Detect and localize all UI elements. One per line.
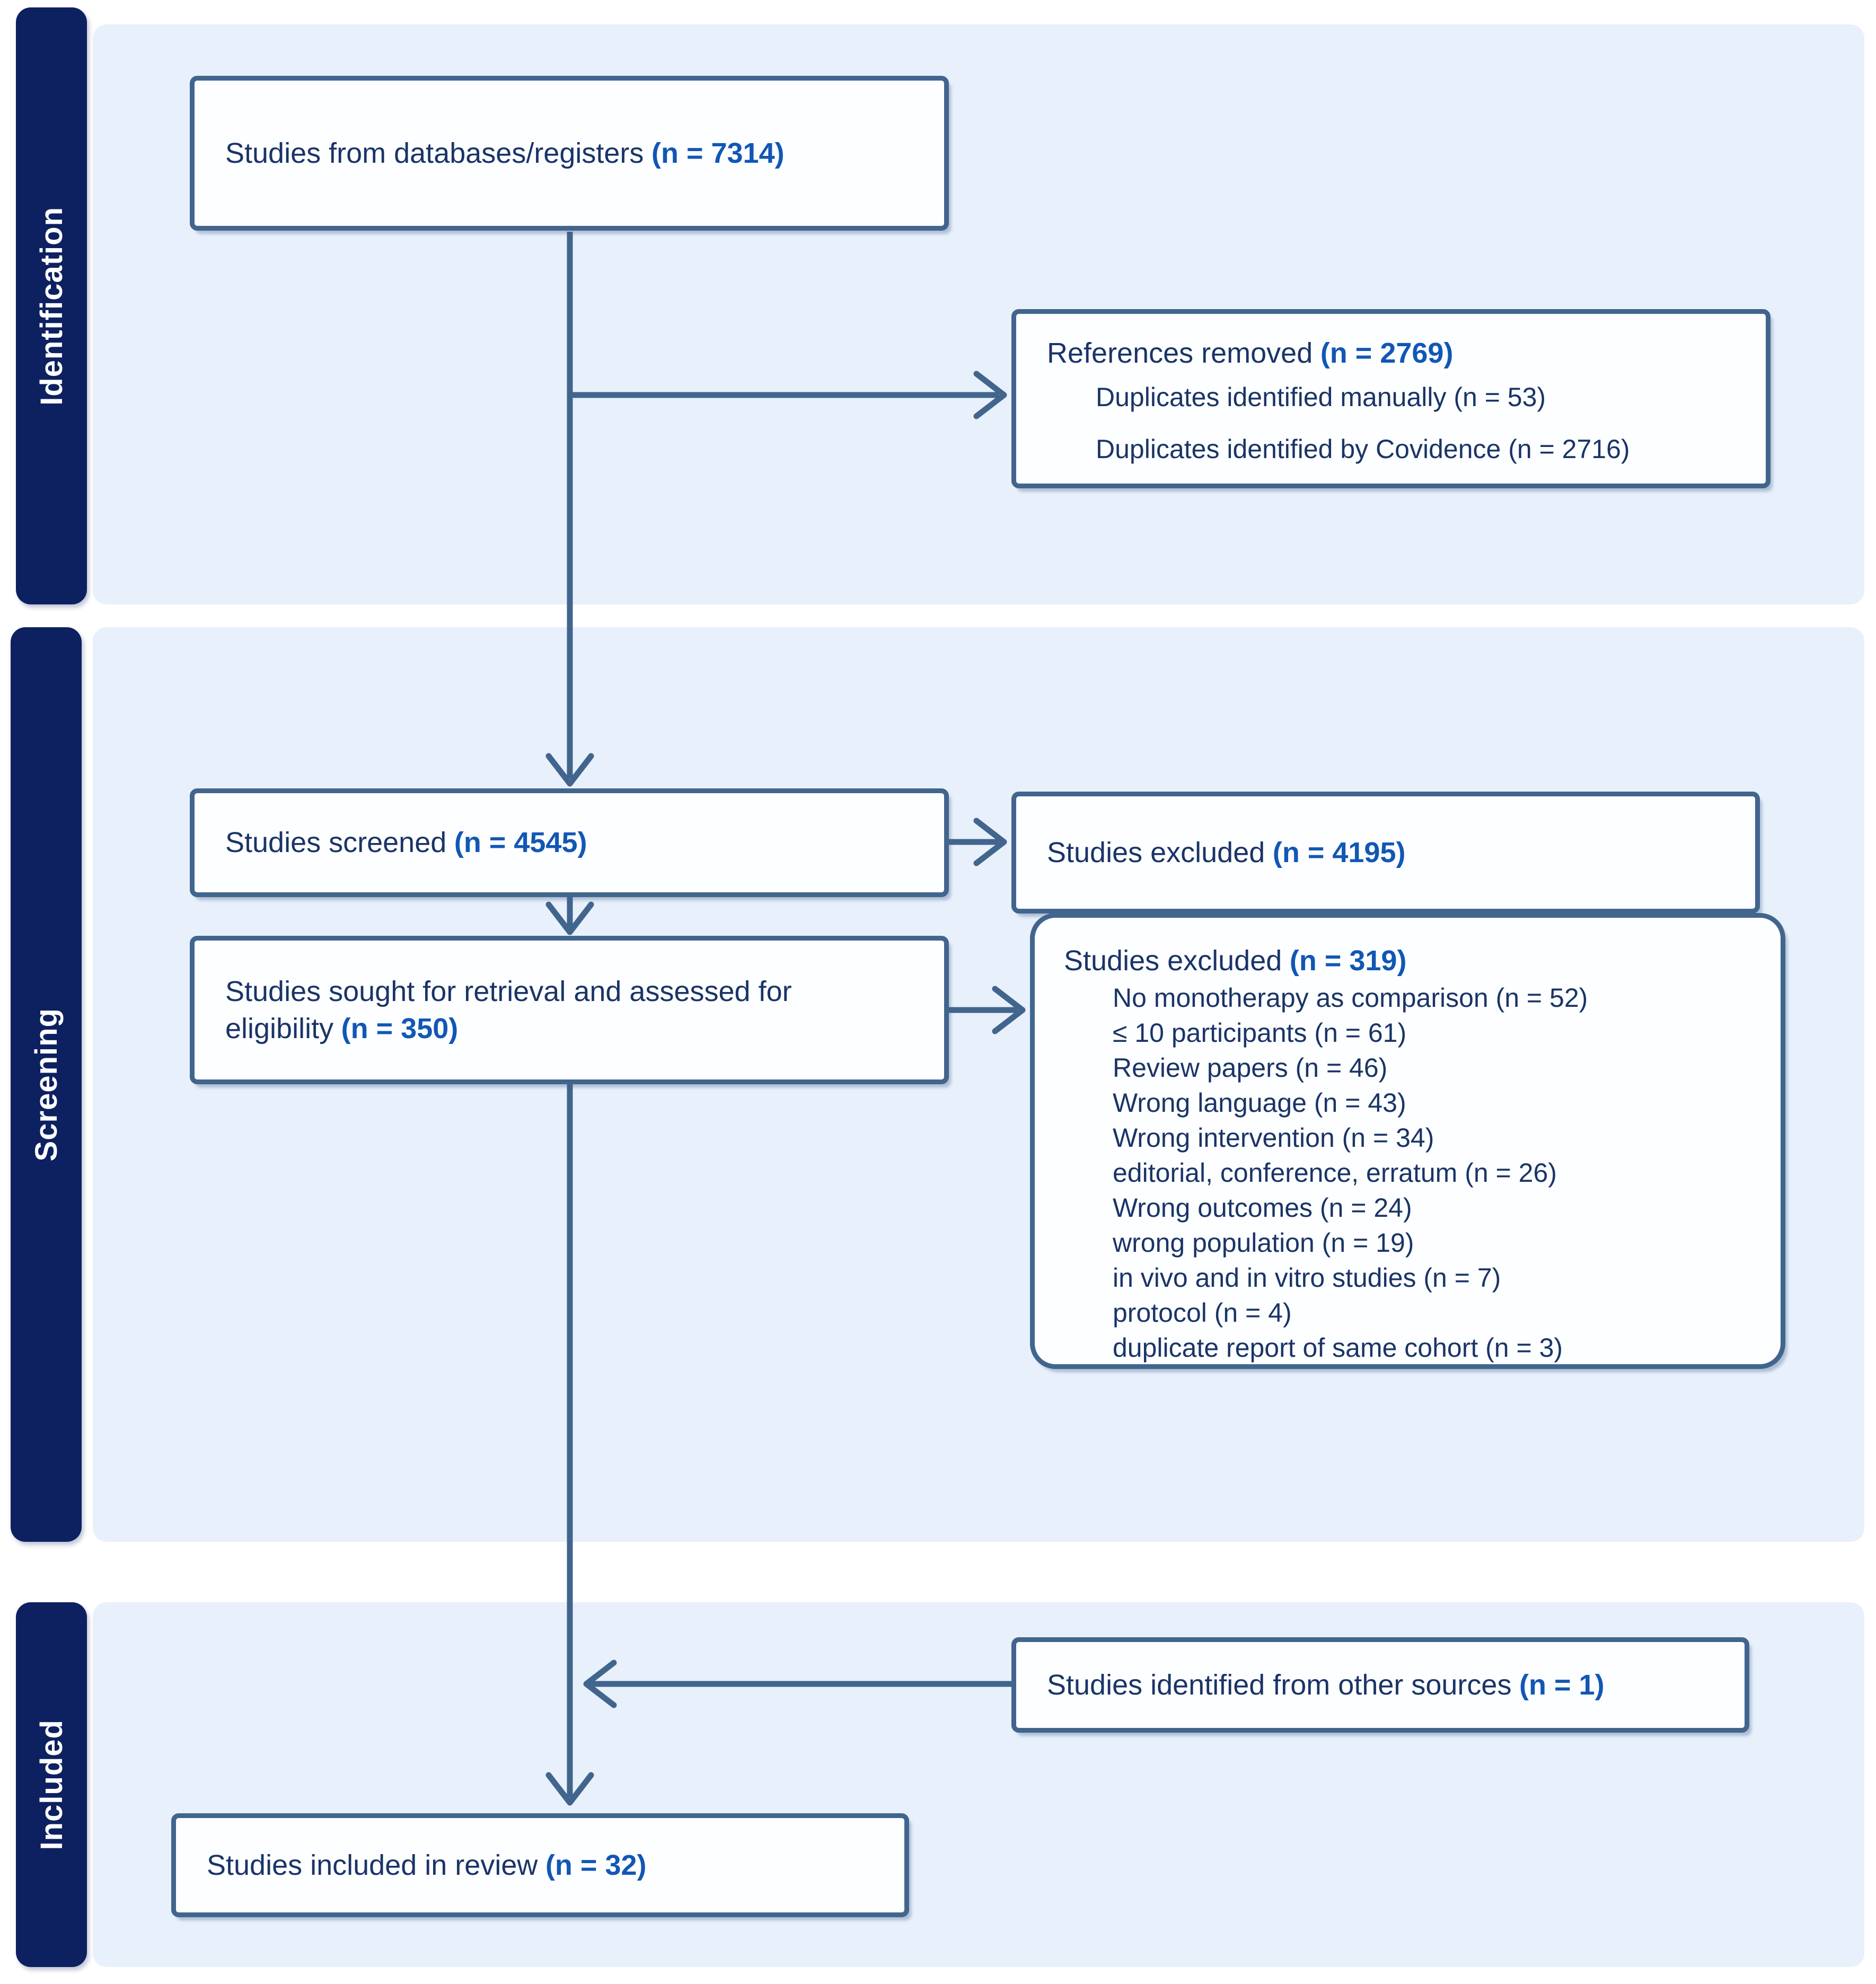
box-n-count: (n = 319) bbox=[1289, 945, 1407, 977]
exclusion-reason: No monotherapy as comparison (n = 52) bbox=[1113, 983, 1588, 1013]
exclusion-reason: protocol (n = 4) bbox=[1113, 1298, 1292, 1328]
stage-label-text: Screening bbox=[29, 1007, 64, 1162]
box-label-text: Studies identified from other sources bbox=[1047, 1669, 1512, 1701]
box-studies-included: Studies included in review(n = 32) bbox=[171, 1813, 909, 1917]
box-n-count: (n = 4545) bbox=[454, 827, 587, 859]
box-label: Studies excluded(n = 4195) bbox=[1047, 834, 1405, 871]
box-n-count: (n = 2769) bbox=[1320, 337, 1454, 369]
box-label: Studies from databases/registers(n = 731… bbox=[225, 135, 785, 172]
box-label-text: Studies sought for retrieval and assesse… bbox=[225, 975, 792, 1044]
box-label: Studies sought for retrieval and assesse… bbox=[225, 973, 923, 1047]
stage-label-text: Identification bbox=[34, 206, 69, 406]
exclusion-reason: Wrong language (n = 43) bbox=[1113, 1088, 1406, 1118]
stage-label-identification: Identification bbox=[16, 7, 87, 604]
box-label-text: References removed bbox=[1047, 337, 1313, 369]
removal-reason: Duplicates identified by Covidence (n = … bbox=[1096, 434, 1630, 464]
box-n-count: (n = 7314) bbox=[651, 137, 785, 169]
box-studies-excluded-eligibility: Studies excluded(n = 319) No monotherapy… bbox=[1030, 913, 1785, 1369]
exclusion-reason: in vivo and in vitro studies (n = 7) bbox=[1113, 1263, 1501, 1293]
box-n-count: (n = 4195) bbox=[1272, 836, 1406, 868]
exclusion-reason: Review papers (n = 46) bbox=[1113, 1053, 1388, 1083]
box-label-text: Studies from databases/registers bbox=[225, 137, 644, 169]
exclusion-reason: ≤ 10 participants (n = 61) bbox=[1113, 1018, 1407, 1048]
box-references-removed: References removed(n = 2769) Duplicates … bbox=[1011, 309, 1771, 488]
box-studies-sought-retrieval: Studies sought for retrieval and assesse… bbox=[190, 936, 949, 1084]
box-label: References removed(n = 2769) bbox=[1047, 335, 1745, 371]
exclusion-reason: wrong population (n = 19) bbox=[1113, 1228, 1414, 1258]
box-studies-from-databases: Studies from databases/registers(n = 731… bbox=[190, 76, 949, 231]
box-label: Studies included in review(n = 32) bbox=[207, 1847, 647, 1884]
box-label: Studies identified from other sources(n … bbox=[1047, 1666, 1605, 1704]
box-label: Studies excluded(n = 319) bbox=[1064, 941, 1759, 980]
box-studies-excluded-screening: Studies excluded(n = 4195) bbox=[1011, 792, 1760, 914]
box-label-text: Studies excluded bbox=[1064, 945, 1282, 977]
stage-label-included: Included bbox=[16, 1602, 87, 1967]
exclusion-reason: Wrong intervention (n = 34) bbox=[1113, 1123, 1434, 1153]
box-studies-screened: Studies screened(n = 4545) bbox=[190, 788, 949, 897]
box-label-text: Studies screened bbox=[225, 827, 447, 859]
box-n-count: (n = 1) bbox=[1519, 1669, 1605, 1701]
box-n-count: (n = 32) bbox=[545, 1849, 647, 1881]
box-label-text: Studies included in review bbox=[207, 1849, 538, 1881]
exclusion-reason: Wrong outcomes (n = 24) bbox=[1113, 1193, 1412, 1223]
exclusion-reason: duplicate report of same cohort (n = 3) bbox=[1113, 1333, 1563, 1363]
box-n-count: (n = 350) bbox=[341, 1013, 459, 1044]
removal-reason: Duplicates identified manually (n = 53) bbox=[1096, 382, 1546, 412]
box-label-text: Studies excluded bbox=[1047, 836, 1265, 868]
exclusion-reason: editorial, conference, erratum (n = 26) bbox=[1113, 1158, 1557, 1188]
stage-label-text: Included bbox=[34, 1719, 69, 1850]
box-studies-other-sources: Studies identified from other sources(n … bbox=[1011, 1637, 1749, 1733]
box-label: Studies screened(n = 4545) bbox=[225, 824, 587, 861]
stage-label-screening: Screening bbox=[11, 627, 82, 1542]
